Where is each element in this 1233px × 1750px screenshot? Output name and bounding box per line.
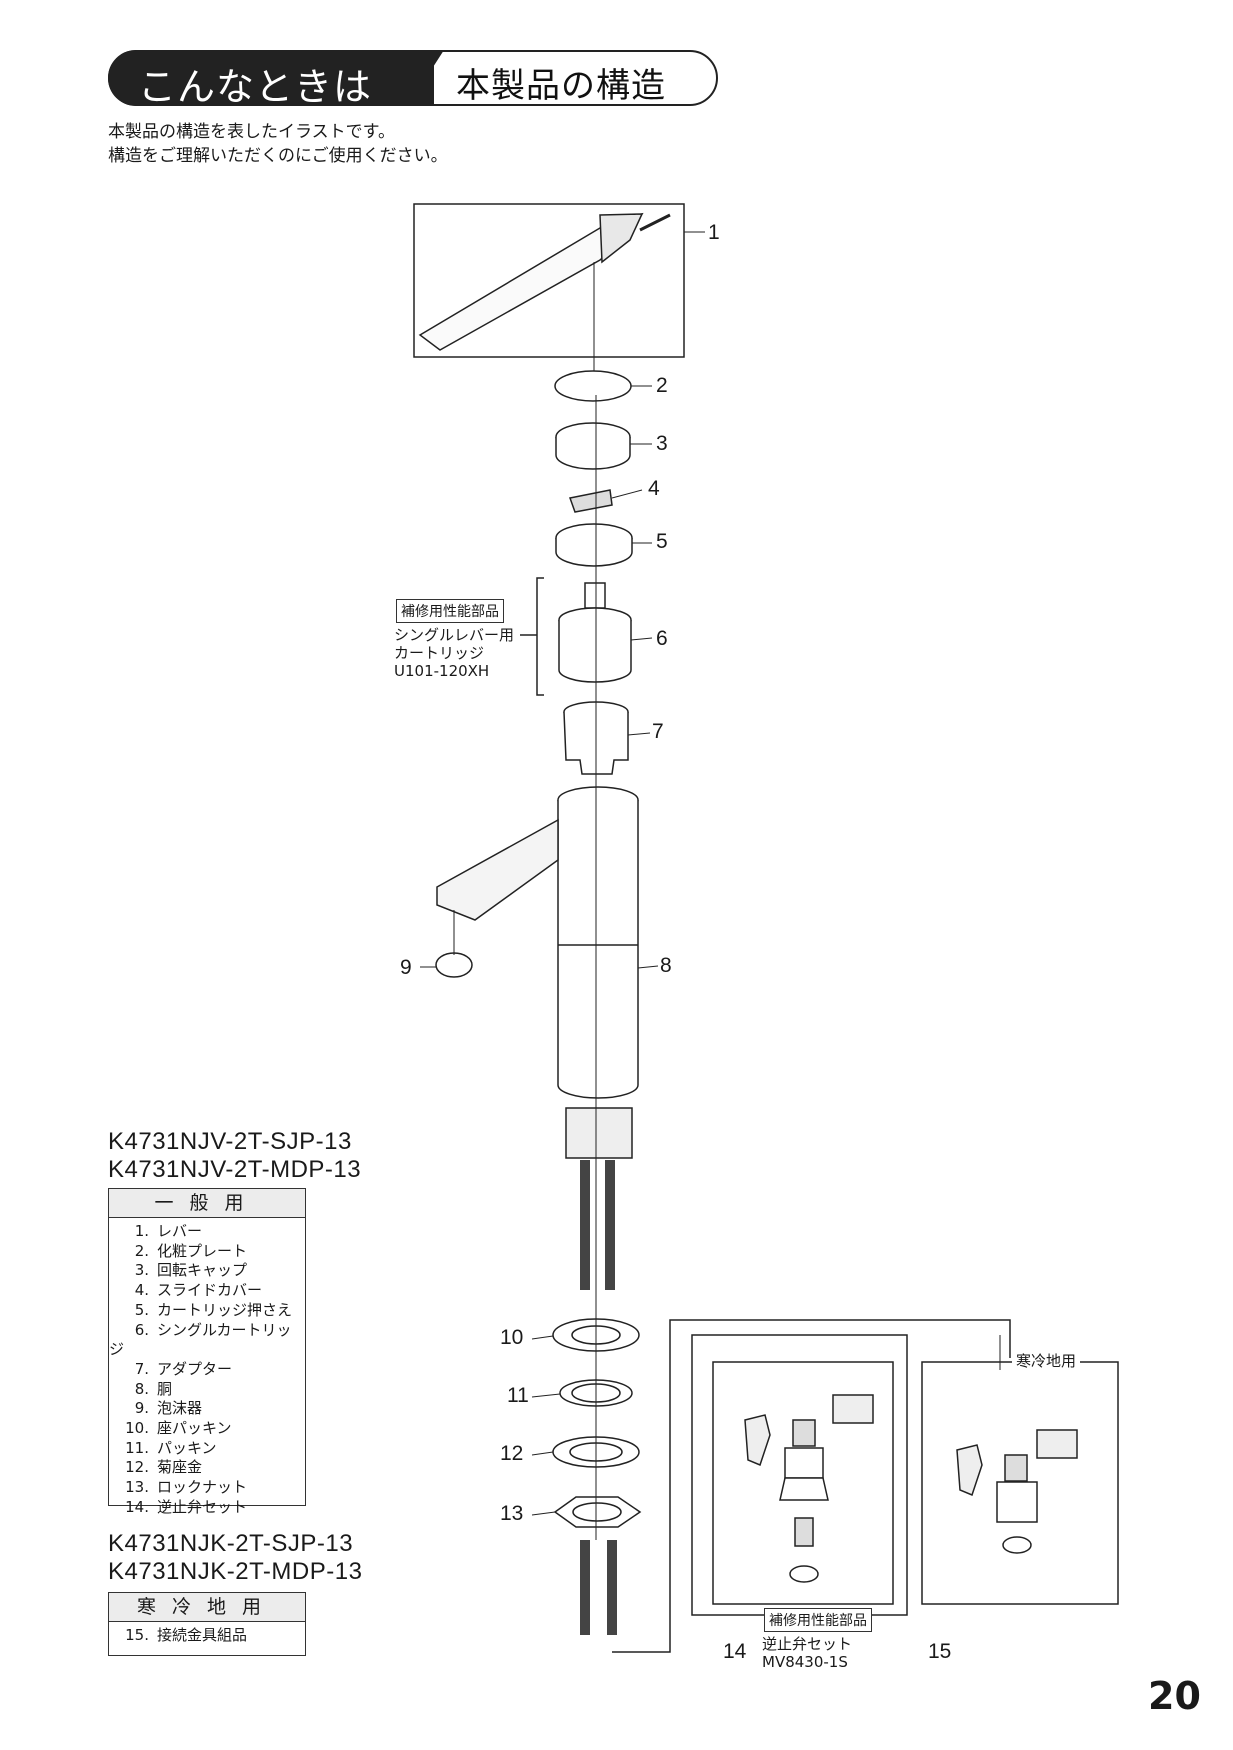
callout-8: 8: [660, 954, 672, 977]
cold-parts-table: 寒冷地用 15.接続金具組品: [108, 1592, 306, 1656]
valve-clamp: [832, 1394, 874, 1424]
part-cap-side: [555, 437, 631, 470]
cold-nipple: [1004, 1454, 1028, 1482]
cartridge-note-line-1: シングルレバー用: [394, 626, 515, 644]
check-valve-spare-badge: 補修用性能部品: [764, 1608, 872, 1632]
connector-line: [612, 1319, 1011, 1653]
general-parts-list: 1.レバー 2.化粧プレート 3.回転キャップ 4.スライドカバー 5.カートリ…: [109, 1218, 305, 1518]
title-pill-dark-slant: [408, 50, 444, 106]
valve-nut: [779, 1477, 829, 1501]
cold-body: [996, 1481, 1038, 1523]
general-model-1: K4731NJV-2T-SJP-13: [108, 1128, 352, 1155]
valve-cartridge: [794, 1517, 814, 1547]
part-cartridge-body: [558, 620, 632, 683]
list-item: 9.泡沫器: [134, 1399, 203, 1418]
cold-table-heading: 寒冷地用: [109, 1593, 305, 1622]
section-title: こんなときは: [138, 65, 373, 109]
part-spout: [436, 818, 559, 921]
callout-4: 4: [648, 477, 660, 500]
list-item: 14.逆止弁セット: [125, 1497, 248, 1516]
section-title-bar: こんなときは 本製品の構造: [108, 50, 718, 109]
list-item: 1.レバー: [134, 1222, 203, 1240]
callout-5: 5: [656, 530, 668, 553]
check-valve-inner-frame: [712, 1361, 894, 1605]
callout-7: 7: [652, 720, 664, 743]
callout-14: 14: [723, 1640, 747, 1663]
part-lock-nut-hole: [572, 1502, 622, 1522]
part-aerator: [435, 952, 473, 978]
list-item: 4.スライドカバー: [134, 1281, 263, 1300]
check-valve-note: 逆止弁セット MV8430-1S: [762, 1635, 852, 1671]
cartridge-code: U101-120XH: [394, 662, 490, 680]
callout-9: 9: [400, 956, 412, 979]
callout-13: 13: [500, 1502, 524, 1525]
cartridge-note-line-2: カートリッジ: [394, 644, 485, 662]
cold-clamp: [1036, 1429, 1078, 1459]
part-cartridge-stem: [584, 582, 606, 609]
list-item: 5.カートリッジ押さえ: [134, 1300, 293, 1319]
general-parts-table: 一般用 1.レバー 2.化粧プレート 3.回転キャップ 4.スライドカバー 5.…: [108, 1188, 306, 1516]
list-item: 15.接続金具組品: [125, 1626, 248, 1644]
callout-15: 15: [928, 1640, 952, 1663]
list-item: 6.シングルカートリッジ: [109, 1320, 292, 1359]
list-item: 3.回転キャップ: [134, 1261, 248, 1280]
cold-parts-list: 15.接続金具組品: [109, 1622, 305, 1646]
valve-body: [784, 1447, 824, 1479]
page-number: 20: [1148, 1674, 1201, 1718]
check-valve-note-line-1: 逆止弁セット: [762, 1635, 853, 1653]
cartridge-note: シングルレバー用 カートリッジ U101-120XH: [394, 626, 514, 680]
list-item: 2.化粧プレート: [134, 1241, 248, 1260]
callout-12: 12: [500, 1442, 524, 1465]
list-item: 10.座パッキン: [125, 1419, 232, 1438]
cold-region-label: 寒冷地用: [1012, 1352, 1081, 1370]
part-holder-side: [555, 538, 633, 567]
intro-text: 本製品の構造を表したイラストです。 構造をご理解いただくのにご使用ください。: [108, 120, 448, 168]
intro-line-1: 本製品の構造を表したイラストです。: [108, 122, 395, 142]
part-thread: [565, 1107, 633, 1159]
part-body-column: [557, 800, 639, 1099]
list-item: 8.胴: [134, 1379, 173, 1398]
cold-washer: [1002, 1536, 1032, 1554]
topic-title: 本製品の構造: [456, 66, 666, 106]
list-item: 13.ロックナット: [125, 1478, 248, 1497]
intro-line-2: 構造をご理解いただくのにご使用ください。: [108, 146, 448, 166]
lever-frame: [413, 203, 685, 358]
callout-2: 2: [656, 374, 668, 397]
callout-3: 3: [656, 432, 668, 455]
list-item: 11.パッキン: [125, 1438, 217, 1457]
part-slide-cover: [569, 489, 613, 513]
general-model-2: K4731NJV-2T-MDP-13: [108, 1156, 362, 1183]
part-plate: [554, 370, 632, 402]
cold-clip: [956, 1444, 983, 1497]
callout-1: 1: [708, 221, 720, 244]
valve-nipple: [792, 1419, 816, 1447]
title-pill-dark: [108, 50, 434, 106]
check-valve-code: MV8430-1S: [762, 1653, 848, 1671]
general-table-heading: 一般用: [109, 1189, 305, 1218]
cartridge-spare-badge: 補修用性能部品: [396, 599, 504, 623]
list-item: 7.アダプター: [134, 1359, 233, 1378]
callout-10: 10: [500, 1326, 524, 1349]
valve-washer: [789, 1565, 819, 1583]
lever-head: [599, 213, 644, 264]
callout-11: 11: [507, 1384, 529, 1407]
cold-model-1: K4731NJK-2T-SJP-13: [108, 1530, 354, 1557]
lever-screw: [639, 213, 671, 232]
callout-6: 6: [656, 627, 668, 650]
valve-clip: [744, 1414, 771, 1467]
list-item: 12.菊座金: [125, 1458, 203, 1477]
cartridge-bracket: [536, 577, 544, 696]
cold-model-2: K4731NJK-2T-MDP-13: [108, 1558, 363, 1585]
